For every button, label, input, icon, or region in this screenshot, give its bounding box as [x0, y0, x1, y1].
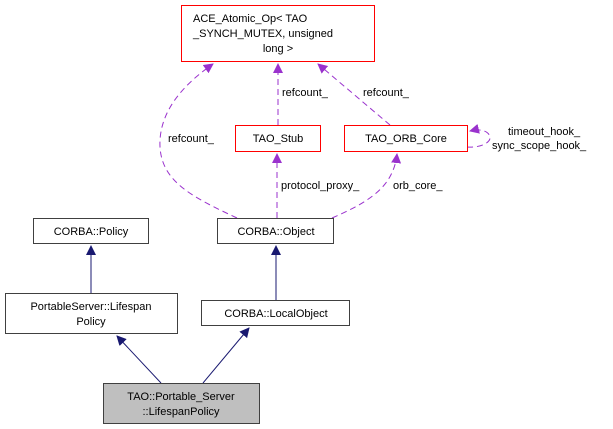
node-label: CORBA::LocalObject — [224, 308, 327, 320]
edge-object-to-stub: protocol_proxy_ — [272, 153, 360, 218]
edge-label-sync-scope-hook: sync_scope_hook_ — [492, 140, 587, 152]
node-corba-localobject[interactable]: CORBA::LocalObject — [201, 300, 350, 326]
node-portableserver-lifespanpolicy[interactable]: PortableServer::Lifespan Policy — [5, 293, 178, 334]
edge-tao-to-lifespan — [116, 335, 162, 384]
node-label: TAO_ORB_Core — [365, 133, 447, 145]
edge-label-protocol-proxy: protocol_proxy_ — [281, 180, 360, 192]
edge-object-to-orbcore: orb_core_ — [331, 153, 443, 219]
node-label-line: PortableServer::Lifespan — [30, 301, 151, 313]
node-label-line: _SYNCH_MUTEX, unsigned — [192, 28, 333, 40]
edge-tao-to-localobject — [202, 327, 250, 384]
edge-orbcore-to-ace-atomic-op: refcount_ — [317, 63, 410, 126]
edge-label-refcount: refcount_ — [168, 133, 215, 145]
node-corba-policy[interactable]: CORBA::Policy — [33, 218, 149, 244]
node-label-line: ::LifespanPolicy — [142, 406, 220, 418]
node-tao-portable-server-lifespanpolicy: TAO::Portable_Server ::LifespanPolicy — [103, 383, 260, 424]
edge-label-refcount: refcount_ — [282, 87, 329, 99]
edge-stub-to-ace-atomic-op: refcount_ — [273, 63, 329, 125]
node-label: TAO_Stub — [253, 133, 304, 145]
node-label: CORBA::Object — [237, 226, 314, 238]
node-label: CORBA::Policy — [54, 226, 129, 238]
node-corba-object[interactable]: CORBA::Object — [217, 218, 334, 244]
edge-orbcore-self-loop: timeout_hook_ sync_scope_hook_ — [466, 123, 587, 152]
node-tao-orb-core[interactable]: TAO_ORB_Core — [344, 125, 468, 152]
edge-label-timeout-hook: timeout_hook_ — [508, 126, 581, 138]
node-label-line: ACE_Atomic_Op< TAO — [193, 13, 308, 25]
edge-label-refcount: refcount_ — [363, 87, 410, 99]
edge-object-to-ace-atomic-op: refcount_ — [159, 63, 238, 219]
node-label-line: TAO::Portable_Server — [127, 391, 235, 403]
node-label-line: Policy — [76, 316, 106, 328]
node-label-line: long > — [263, 43, 293, 55]
node-ace-atomic-op[interactable]: ACE_Atomic_Op< TAO _SYNCH_MUTEX, unsigne… — [181, 5, 375, 62]
node-tao-stub[interactable]: TAO_Stub — [235, 125, 321, 152]
edge-label-orb-core: orb_core_ — [393, 180, 443, 192]
